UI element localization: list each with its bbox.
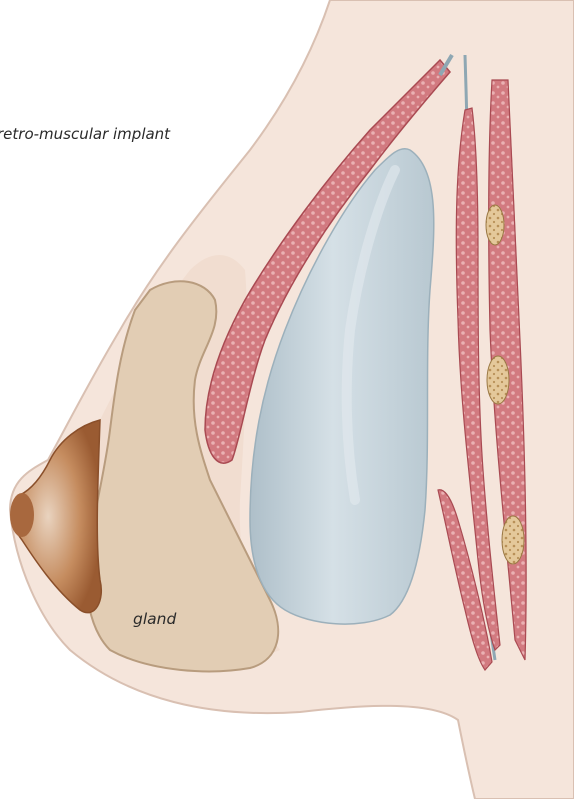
nipple — [10, 493, 34, 537]
rib-1 — [486, 205, 504, 245]
rib-3 — [502, 516, 524, 564]
implant-label: retro-muscular implant — [0, 125, 170, 143]
gland-label: gland — [133, 610, 176, 628]
rib-2 — [487, 356, 509, 404]
